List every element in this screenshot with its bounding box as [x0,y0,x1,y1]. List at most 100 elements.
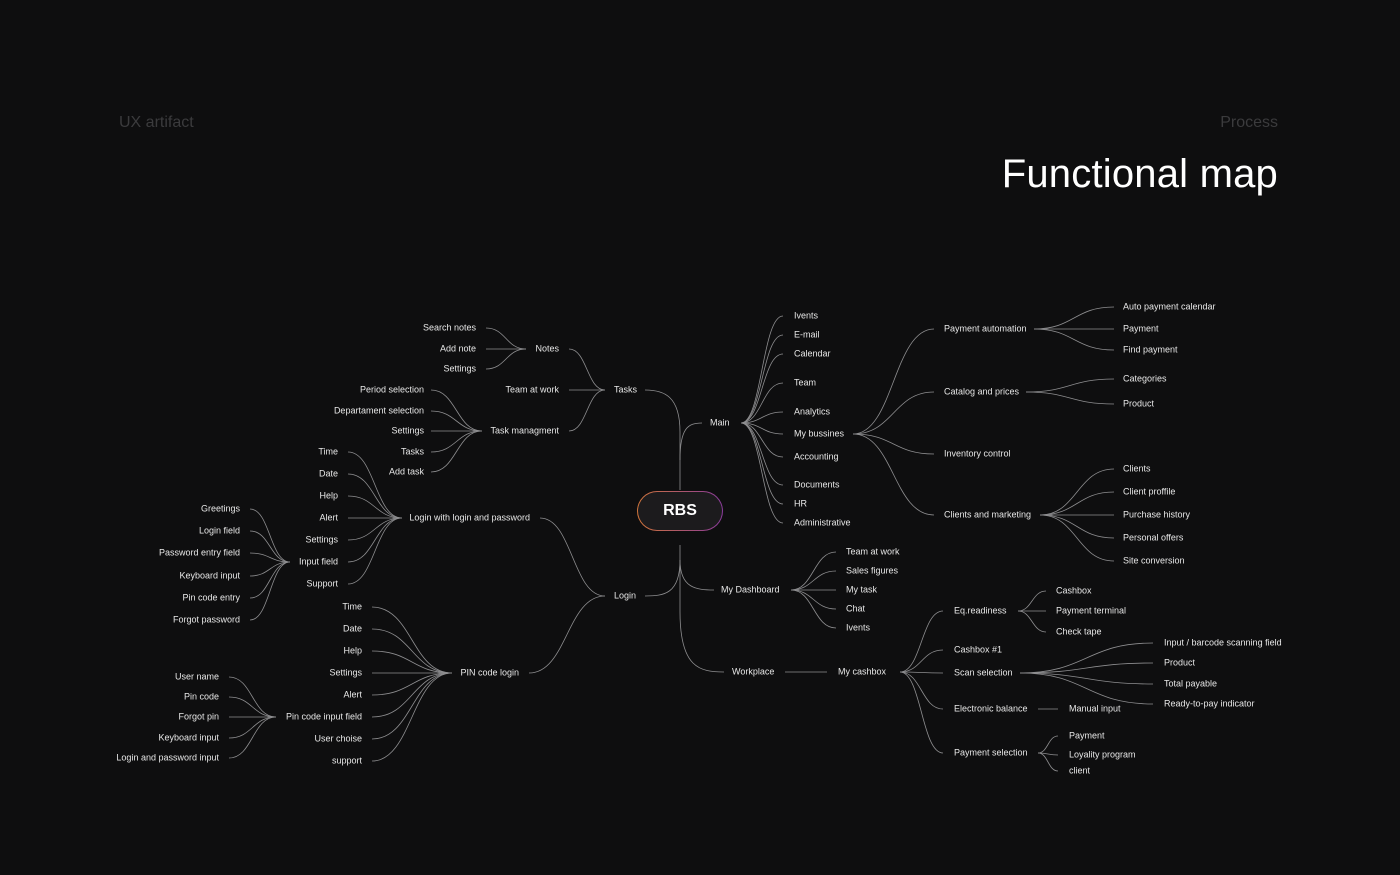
clients-marketing-item[interactable]: Client proffile [1123,486,1176,497]
scan-selection-item[interactable]: Product [1164,657,1196,668]
scan-selection-item[interactable]: Input / barcode scanning field [1164,637,1282,648]
connector [430,430,483,473]
workplace-node[interactable]: Workplace [732,666,775,677]
my-cashbox-node[interactable]: My cashbox [838,666,887,677]
pin-login-item[interactable]: Date [342,623,362,634]
clients-marketing-node[interactable]: Clients and marketing [944,509,1032,520]
login-password-item[interactable]: Date [318,468,338,479]
connector [539,517,606,597]
input-field-item[interactable]: Greetings [200,503,240,514]
main-item[interactable]: Calendar [794,348,831,359]
main-item[interactable]: Accounting [794,451,839,462]
task-management-item[interactable]: Period selection [359,384,424,395]
login-password-item[interactable]: Alert [319,512,338,523]
pin-login-item[interactable]: Settings [329,667,362,678]
scan-selection-item[interactable]: Total payable [1164,678,1218,689]
connector [228,696,277,718]
task-management-item[interactable]: Departament selection [333,405,424,416]
scan-selection-node[interactable]: Scan selection [954,667,1013,678]
catalog-item[interactable]: Categories [1123,373,1167,384]
eq-readiness-node[interactable]: Eq.readiness [954,605,1007,616]
payment-selection-item[interactable]: Loyality program [1069,749,1136,760]
pin-login-item[interactable]: support [331,755,362,766]
pin-login-item[interactable]: Alert [343,689,362,700]
pin-input-item[interactable]: Pin code [183,691,219,702]
pin-input-item[interactable]: Login and password input [116,752,219,763]
main-item[interactable]: Administrative [794,517,851,528]
catalog-node[interactable]: Catalog and prices [944,386,1020,397]
main-item[interactable]: Ivents [794,310,819,321]
cashbox1-node[interactable]: Cashbox #1 [954,644,1003,655]
pin-input-item[interactable]: Keyboard input [158,732,219,743]
main-item[interactable]: E-mail [794,329,820,340]
pin-login-item[interactable]: Help [343,645,362,656]
main-item[interactable]: Analytics [794,406,831,417]
pin-login-node[interactable]: PIN code login [460,667,519,678]
clients-marketing-item[interactable]: Purchase history [1123,509,1191,520]
notes-item[interactable]: Search notes [422,322,476,333]
scan-selection-item[interactable]: Ready-to-pay indicator [1164,698,1255,709]
electronic-balance-node[interactable]: Electronic balance [954,703,1028,714]
manual-input-node[interactable]: Manual input [1069,703,1121,714]
login-password-item[interactable]: Input field [298,556,338,567]
pin-input-item[interactable]: User name [174,671,219,682]
dashboard-node[interactable]: My Dashboard [721,584,780,595]
connector [1033,306,1115,330]
dashboard-item[interactable]: Chat [846,603,866,614]
clients-marketing-item[interactable]: Clients [1123,463,1151,474]
payment-automation-item[interactable]: Find payment [1123,344,1178,355]
dashboard-item[interactable]: My task [846,584,878,595]
input-field-item[interactable]: Forgot password [172,614,240,625]
task-management-item[interactable]: Settings [391,425,424,436]
pin-login-item[interactable]: Pin code input field [285,711,362,722]
input-field-item[interactable]: Pin code entry [182,592,240,603]
eq-readiness-item[interactable]: Payment terminal [1056,605,1127,616]
inventory-node[interactable]: Inventory control [944,448,1011,459]
notes-item[interactable]: Add note [439,343,476,354]
pin-input-item[interactable]: Forgot pin [178,711,219,722]
login-password-node[interactable]: Login with login and password [409,512,530,523]
payment-automation-item[interactable]: Auto payment calendar [1123,301,1216,312]
tasks-node[interactable]: Tasks [614,384,638,395]
notes-node[interactable]: Notes [535,343,559,354]
login-password-item[interactable]: Support [306,578,338,589]
login-node[interactable]: Login [614,590,637,601]
section-label: Process [1220,114,1278,131]
clients-marketing-item[interactable]: Personal offers [1123,532,1184,543]
task-management-item[interactable]: Add task [388,466,424,477]
payment-selection-item[interactable]: client [1069,765,1091,776]
task-management-item[interactable]: Tasks [400,446,424,457]
connector [228,676,277,718]
input-field-item[interactable]: Keyboard input [179,570,240,581]
payment-automation-node[interactable]: Payment automation [944,323,1027,334]
pin-login-item[interactable]: User choise [314,733,362,744]
connector [740,334,784,424]
dashboard-item[interactable]: Sales figures [846,565,899,576]
login-password-item[interactable]: Settings [305,534,338,545]
main-item[interactable]: Documents [794,479,840,490]
clients-marketing-item[interactable]: Site conversion [1123,555,1185,566]
root-node[interactable]: RBS [637,491,723,531]
payment-selection-item[interactable]: Payment [1069,730,1105,741]
connector [371,606,453,674]
eq-readiness-item[interactable]: Check tape [1056,626,1102,637]
team-at-work-node[interactable]: Team at work [505,384,559,395]
payment-automation-item[interactable]: Payment [1123,323,1159,334]
main-item[interactable]: Team [794,377,817,388]
dashboard-item[interactable]: Team at work [846,546,900,557]
main-item[interactable]: HR [794,498,807,509]
connector [740,422,784,505]
eq-readiness-item[interactable]: Cashbox [1056,585,1092,596]
payment-selection-node[interactable]: Payment selection [954,747,1028,758]
input-field-item[interactable]: Password entry field [158,547,240,558]
main-node[interactable]: Main [710,417,730,428]
dashboard-item[interactable]: Ivents [846,622,871,633]
input-field-item[interactable]: Login field [198,525,240,536]
pin-login-item[interactable]: Time [342,601,362,612]
notes-item[interactable]: Settings [443,363,476,374]
login-password-item[interactable]: Time [318,446,338,457]
catalog-item[interactable]: Product [1123,398,1155,409]
task-management-node[interactable]: Task managment [490,425,559,436]
main-item[interactable]: My bussines [794,428,845,439]
login-password-item[interactable]: Help [319,490,338,501]
